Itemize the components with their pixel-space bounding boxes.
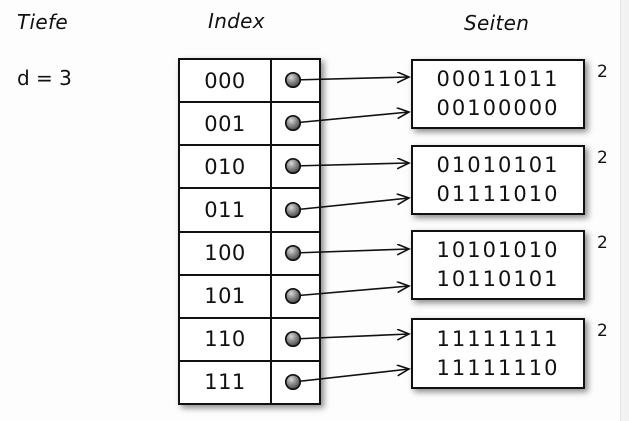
page-box-1: 00011011 00100000 bbox=[411, 59, 585, 129]
page-entry: 01111010 bbox=[436, 182, 560, 206]
local-depth-label-3: 2 bbox=[597, 233, 608, 253]
index-row: 010 bbox=[180, 146, 319, 190]
index-table: 000 001 010 011 100 101 110 111 bbox=[178, 58, 321, 405]
index-cell-pointer bbox=[272, 276, 319, 317]
page-entry: 11111111 bbox=[436, 326, 560, 351]
index-cell-pointer bbox=[272, 362, 319, 403]
index-cell-label: 011 bbox=[180, 189, 272, 231]
depth-value-label: d = 3 bbox=[17, 66, 72, 90]
local-depth-label-1: 2 bbox=[597, 62, 608, 82]
index-cell-pointer bbox=[272, 146, 319, 187]
index-cell-pointer bbox=[272, 103, 319, 144]
page-entry: 10110101 bbox=[436, 267, 560, 291]
index-cell-label: 101 bbox=[180, 275, 272, 317]
page-entry: 11111110 bbox=[436, 355, 560, 380]
local-depth-label-4: 2 bbox=[597, 321, 608, 341]
index-cell-label: 100 bbox=[180, 232, 272, 274]
index-cell-pointer bbox=[272, 319, 319, 360]
index-row: 001 bbox=[180, 103, 319, 147]
page-box-4: 11111111 11111110 bbox=[411, 318, 585, 389]
page-box-3: 10101010 10110101 bbox=[411, 230, 585, 300]
index-cell-pointer bbox=[272, 233, 319, 274]
index-cell-label: 010 bbox=[180, 146, 272, 188]
window-edge-strip bbox=[620, 0, 629, 421]
page-entry: 00100000 bbox=[436, 96, 560, 120]
index-row: 110 bbox=[180, 318, 319, 362]
page-entry: 10101010 bbox=[436, 238, 560, 262]
index-cell-label: 000 bbox=[180, 60, 272, 102]
index-row: 111 bbox=[180, 361, 319, 403]
index-cell-label: 110 bbox=[180, 318, 272, 360]
page-box-2: 01010101 01111010 bbox=[411, 145, 585, 215]
index-cell-pointer bbox=[272, 189, 319, 230]
index-cell-label: 001 bbox=[180, 103, 272, 145]
index-cell-pointer bbox=[272, 60, 319, 101]
index-row: 101 bbox=[180, 275, 319, 319]
index-row: 011 bbox=[180, 189, 319, 233]
index-cell-label: 111 bbox=[180, 361, 272, 403]
index-title-label: Index bbox=[208, 9, 265, 33]
page-entry: 01010101 bbox=[436, 153, 560, 177]
page-entry: 00011011 bbox=[436, 67, 560, 91]
local-depth-label-2: 2 bbox=[597, 148, 608, 168]
depth-title-label: Tiefe bbox=[17, 10, 68, 34]
pages-title-label: Seiten bbox=[464, 11, 530, 35]
index-row: 000 bbox=[180, 60, 319, 104]
index-row: 100 bbox=[180, 232, 319, 276]
